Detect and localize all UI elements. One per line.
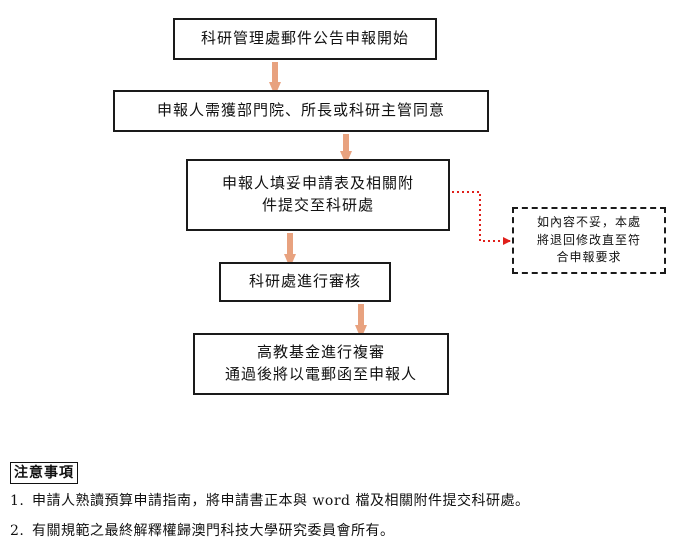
note-number-2: 2. xyxy=(10,523,25,539)
side-note-line3: 合申報要求 xyxy=(556,250,622,265)
step2-text: 申報人需獲部門院、所長或科研主管同意 xyxy=(156,101,445,120)
step1-text: 科研管理處郵件公告申報開始 xyxy=(200,29,409,48)
step2-box: 申報人需獲部門院、所長或科研主管同意 xyxy=(113,90,489,132)
note-item-2: 2. 有關規範之最終解釋權歸澳門科技大學研究委員會所有。 xyxy=(10,520,395,540)
notes-title: 注意事項 xyxy=(10,462,78,484)
step3-text-line2: 件提交至科研處 xyxy=(261,196,374,214)
step4-text: 科研處進行審核 xyxy=(248,272,361,291)
step5-text-line1: 高教基金進行複審 xyxy=(256,343,385,362)
note-text-2: 有關規範之最終解釋權歸澳門科技大學研究委員會所有。 xyxy=(32,523,395,539)
note-number-1: 1. xyxy=(10,493,25,509)
step4-box: 科研處進行審核 xyxy=(219,262,391,302)
step5-text-line2: 通過後將以電郵函至申報人 xyxy=(224,365,417,383)
dotted-arrow-to-side-note xyxy=(452,191,511,245)
step3-box: 申報人填妥申請表及相關附 件提交至科研處 xyxy=(186,159,450,231)
side-note-line2: 將退回修改直至符 xyxy=(536,232,641,247)
step1-box: 科研管理處郵件公告申報開始 xyxy=(173,18,437,60)
notes-section: 注意事項 xyxy=(10,462,78,484)
note-item-1: 1. 申請人熟讀預算申請指南，將申請書正本與 word 檔及相關附件提交科研處。 xyxy=(10,490,529,510)
step5-box: 高教基金進行複審 通過後將以電郵函至申報人 xyxy=(193,333,449,395)
side-note-box: 如內容不妥，本處 將退回修改直至符 合申報要求 xyxy=(512,207,666,274)
step3-text-line1: 申報人填妥申請表及相關附 xyxy=(221,174,414,193)
note-text-1: 申請人熟讀預算申請指南，將申請書正本與 word 檔及相關附件提交科研處。 xyxy=(32,493,530,509)
side-note-line1: 如內容不妥，本處 xyxy=(536,215,641,230)
